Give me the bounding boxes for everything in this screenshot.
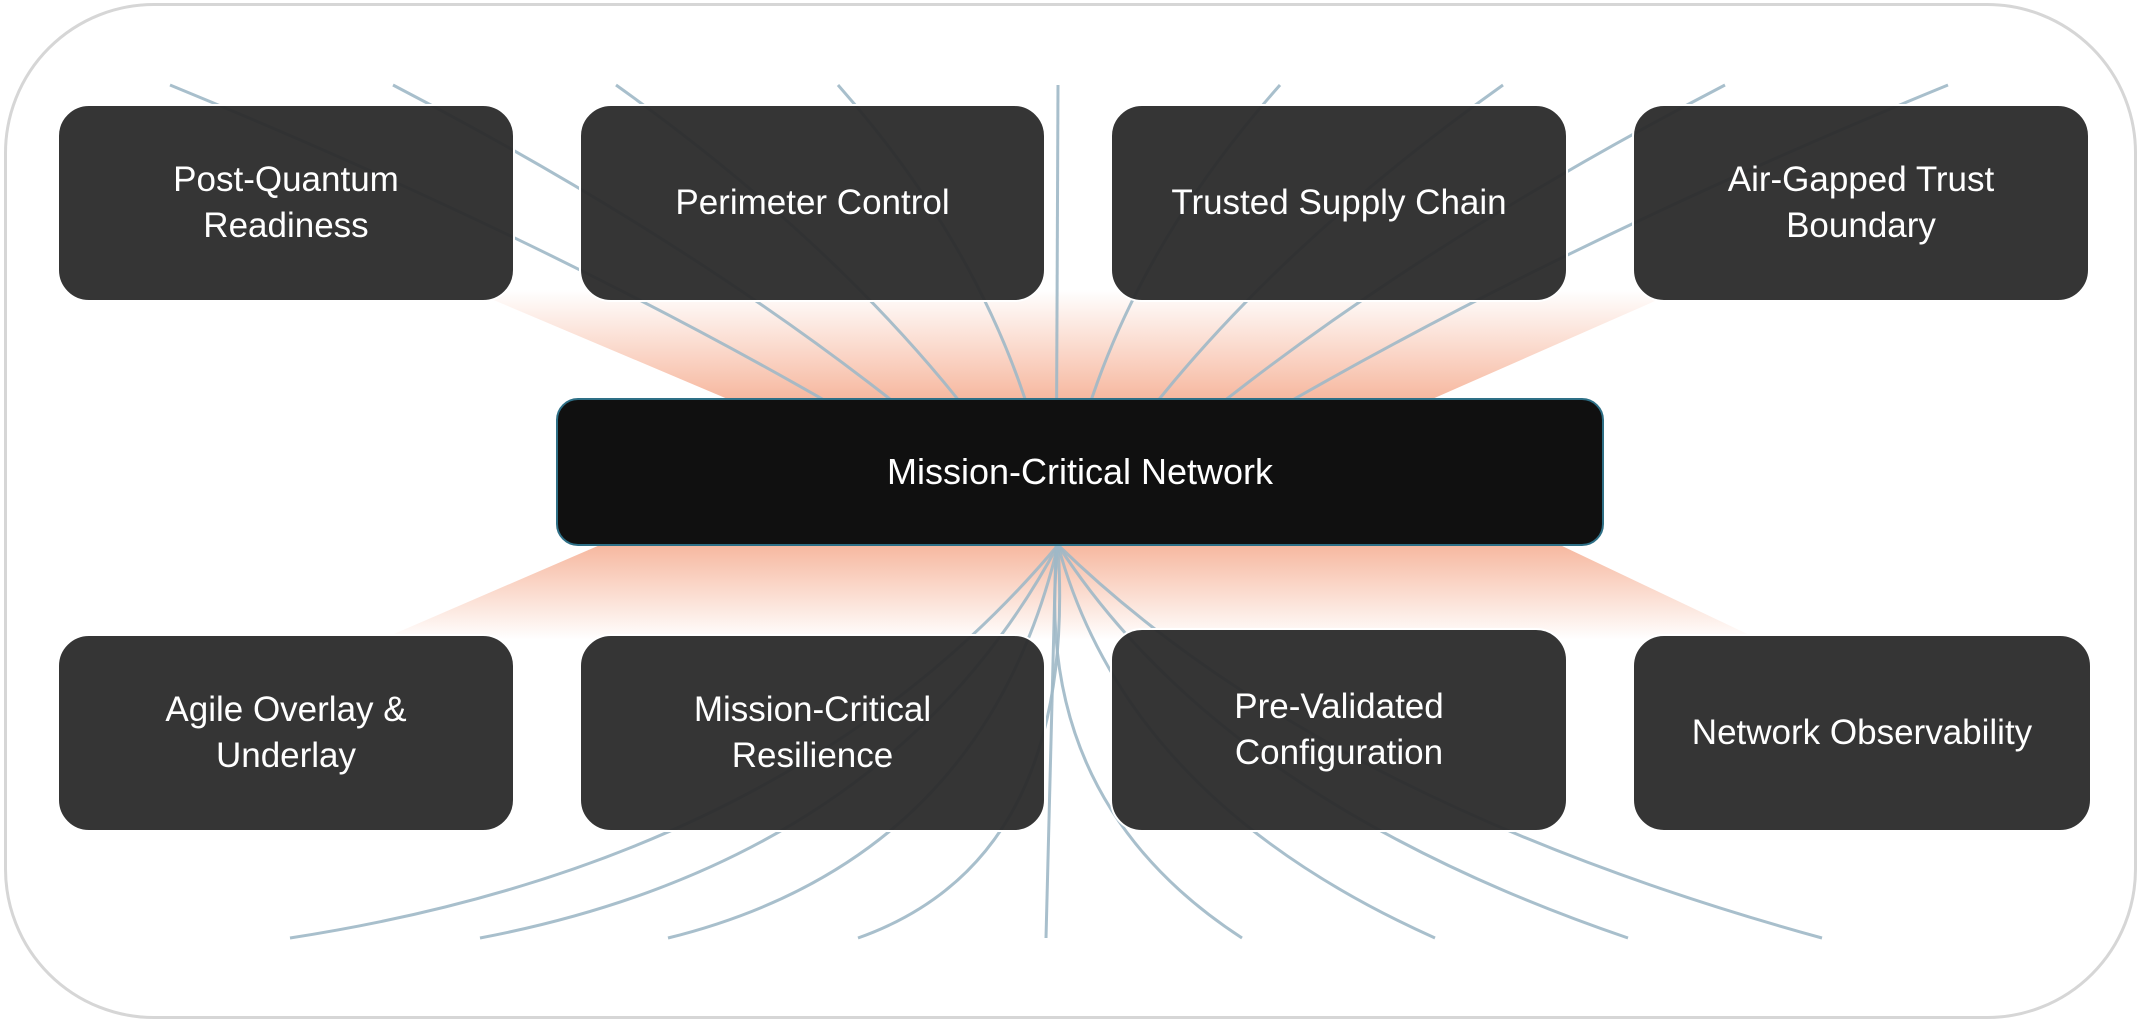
glow-bottom — [380, 545, 1760, 640]
node-trusted-supply-chain[interactable]: Trusted Supply Chain — [1110, 104, 1568, 302]
node-agile-overlay-underlay[interactable]: Agile Overlay & Underlay — [57, 634, 515, 832]
diagram-frame — [4, 3, 2137, 1019]
node-network-observability[interactable]: Network Observability — [1632, 634, 2092, 832]
connector-ray-bottom-5 — [1053, 544, 1243, 940]
node-perimeter-control[interactable]: Perimeter Control — [579, 104, 1046, 302]
node-mission-critical-resilience[interactable]: Mission-Critical Resilience — [579, 634, 1046, 832]
node-post-quantum-readiness[interactable]: Post-Quantum Readiness — [57, 104, 515, 302]
node-pre-validated-configuration[interactable]: Pre-Validated Configuration — [1110, 628, 1568, 832]
node-air-gapped-trust-boundary[interactable]: Air-Gapped Trust Boundary — [1632, 104, 2090, 302]
hub-mission-critical-network[interactable]: Mission-Critical Network — [556, 398, 1604, 546]
